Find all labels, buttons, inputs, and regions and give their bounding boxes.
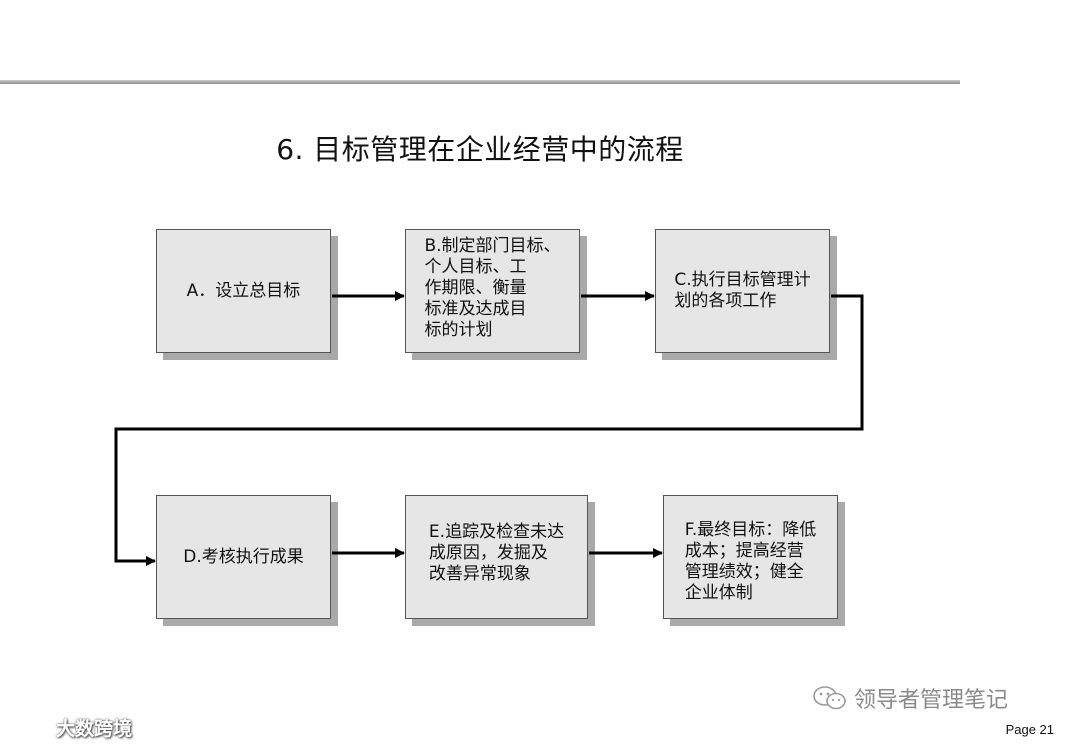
step-d-label: D.考核执行成果 [183, 546, 304, 567]
step-a-label: A．设立总目标 [186, 280, 301, 301]
step-a-box: A．设立总目标 [156, 229, 331, 353]
brand-logo-icon [10, 717, 52, 735]
page-number: Page 21 [1005, 722, 1054, 737]
step-b-box: B.制定部门目标、 个人目标、工 作期限、衡量 标准及达成目 标的计划 [405, 229, 580, 353]
wechat-account-watermark: 领导者管理笔记 [812, 684, 1052, 713]
brand-watermark-text: 大数跨境 [56, 717, 133, 740]
step-e-label: E.追踪及检查未达 成原因，发掘及 改善异常现象 [428, 522, 565, 584]
step-d-box: D.考核执行成果 [156, 495, 331, 619]
header-rule [0, 80, 960, 84]
wechat-account-name: 领导者管理笔记 [854, 688, 1009, 713]
step-e-box: E.追踪及检查未达 成原因，发掘及 改善异常现象 [405, 495, 588, 619]
wechat-icon [813, 686, 846, 710]
step-c-box: C.执行目标管理计 划的各项工作 [655, 229, 830, 353]
step-f-label: F.最终目标：降低 成本；提高经营 管理绩效；健全 企业体制 [684, 520, 817, 603]
slide-title: 6. 目标管理在企业经营中的流程 [276, 133, 684, 166]
step-f-box: F.最终目标：降低 成本；提高经营 管理绩效；健全 企业体制 [663, 495, 838, 619]
step-b-label: B.制定部门目标、 个人目标、工 作期限、衡量 标准及达成目 标的计划 [424, 236, 561, 340]
step-c-label: C.执行目标管理计 划的各项工作 [674, 270, 811, 311]
brand-watermark: 大数跨境 [8, 712, 132, 742]
